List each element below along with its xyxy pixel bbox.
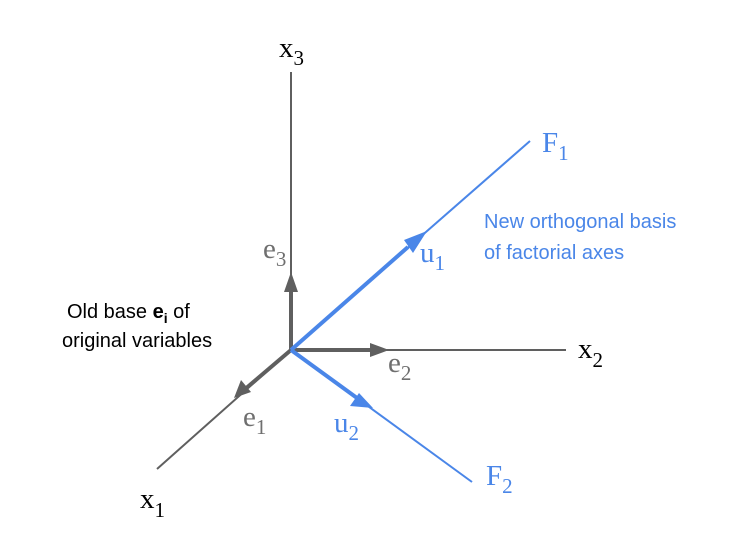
e2-label-sub: 2 [401,361,412,385]
e2-label: e2 [388,347,411,385]
e3-arrowhead [284,272,298,292]
old-base-suffix: of [168,301,191,323]
u1-vector [289,245,410,352]
e3-label-main: e [263,233,276,265]
x1-label-main: x [140,483,155,515]
factorial-axes [290,140,531,483]
old-base-note-line2: original variables [62,330,212,352]
original-axes [156,72,566,470]
e1-label: e1 [243,401,266,439]
u2-arrowhead [350,393,373,408]
old-base-prefix: Old base [67,301,153,323]
f2-label: F2 [486,460,513,498]
basis-vectors-old [234,272,389,398]
old-base-note-line1: Old base ei of [67,301,190,326]
x3-label-main: x [279,32,294,64]
x1-label-sub: 1 [155,498,166,522]
annotations: New orthogonal basis of factorial axes O… [62,211,676,352]
u2-label-sub: 2 [349,421,360,445]
e1-label-main: e [243,401,256,433]
x3-label: x3 [279,32,304,70]
u1-arrowhead [404,231,427,253]
u1-label-main: u [420,237,435,269]
x1-label: x1 [140,483,165,522]
u1-label: u1 [420,237,445,275]
old-base-subscript: i [164,310,168,326]
basis-vectors-new [289,231,427,408]
axis-labels: x3 x2 x1 e3 e2 e1 u1 u2 F1 F2 [140,32,603,522]
e3-label: e3 [263,233,286,271]
new-basis-note-line2: of factorial axes [484,242,624,264]
e2-label-main: e [388,347,401,379]
e1-arrowhead [234,380,251,398]
u1-label-sub: 1 [435,251,446,275]
new-basis-note-line1: New orthogonal basis [484,211,676,233]
x2-label-main: x [578,333,593,365]
u2-label-main: u [334,407,349,439]
u2-label: u2 [334,407,359,445]
e1-label-sub: 1 [256,415,267,439]
f1-label: F1 [542,127,569,165]
x3-label-sub: 3 [294,46,305,70]
e2-arrowhead [370,343,389,357]
u2-vector [289,348,359,400]
e3-label-sub: 3 [276,247,287,271]
f2-label-sub: 2 [502,474,513,498]
f1-label-main: F [542,127,558,159]
f2-label-main: F [486,460,502,492]
x2-label-sub: 2 [593,348,604,372]
old-base-symbol: e [153,301,164,323]
e1-vector [242,348,293,392]
f1-label-sub: 1 [558,141,569,165]
x2-label: x2 [578,333,603,372]
